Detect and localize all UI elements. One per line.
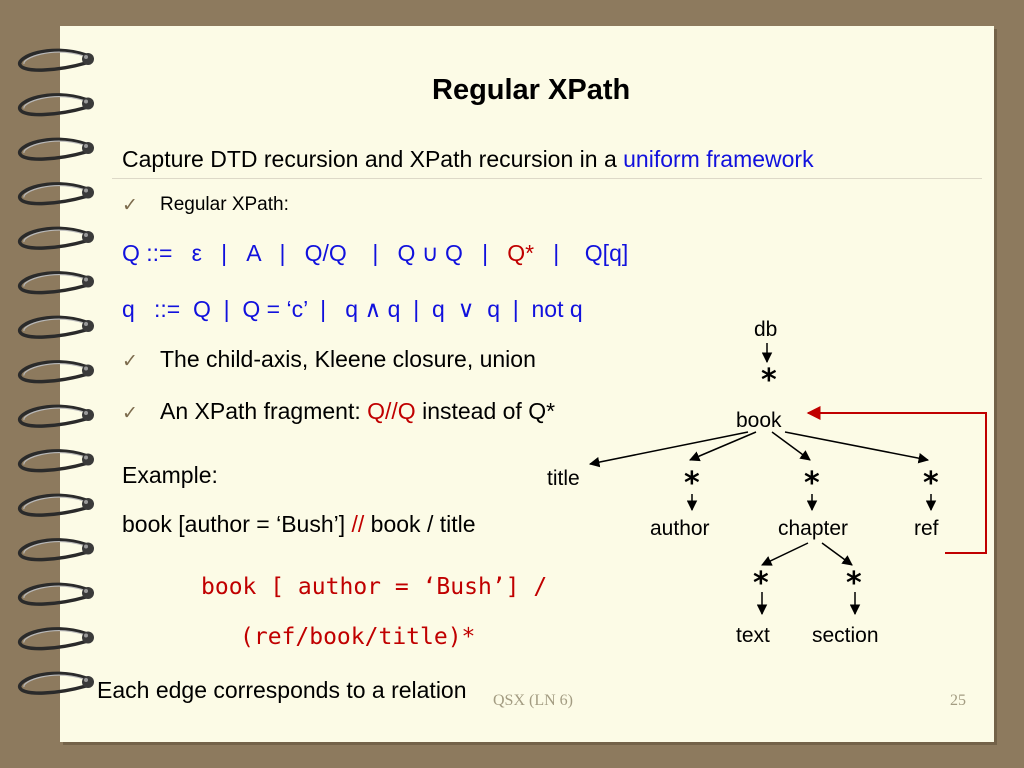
node-section: section (812, 624, 879, 647)
node-chapter: chapter (778, 517, 849, 540)
binder-ring-icon (18, 48, 94, 72)
node-db: db (754, 318, 778, 341)
descendant-path-term: Q//Q (367, 398, 416, 424)
binder-ring-icon (18, 93, 94, 117)
binder-ring-icon (18, 182, 94, 206)
bullet-xpath-fragment: An XPath fragment: Q//Q instead of Q* (160, 398, 555, 425)
binder-rings (18, 48, 94, 695)
example-query-suffix: book / title (364, 511, 476, 537)
descendant-operator: // (351, 511, 365, 537)
slide-page (60, 26, 994, 742)
star-section: * (846, 566, 862, 601)
node-book: book (736, 409, 782, 432)
rewritten-query-line-2: (ref/book/title)* (240, 624, 476, 650)
page-number: 25 (950, 692, 966, 709)
binder-ring-icon (18, 226, 94, 250)
binder-ring-icon (18, 582, 94, 606)
bullet-child-axis: The child-axis, Kleene closure, union (160, 346, 536, 372)
binder-ring-icon (18, 271, 94, 295)
binder-ring-icon (18, 449, 94, 473)
slide-subtitle: Capture DTD recursion and XPath recursio… (122, 146, 814, 173)
binder-ring-icon (18, 360, 94, 384)
footer-course-label: QSX (LN 6) (493, 692, 573, 709)
star-author: * (684, 466, 700, 501)
bullet-fragment-suffix: instead of Q* (415, 398, 556, 424)
star-chapter: * (804, 466, 820, 501)
binder-ring-icon (18, 671, 94, 695)
slide-title: Regular XPath (432, 74, 631, 106)
example-query-prefix: book [author = ‘Bush’] (122, 511, 352, 537)
binder-ring-icon (18, 315, 94, 339)
binder-ring-icon (18, 538, 94, 562)
star-book: * (761, 363, 777, 398)
node-ref: ref (914, 517, 939, 540)
grammar-path-rule: Q ::= ε | A | Q/Q | Q ∪ Q | Q* | Q[q] (122, 240, 628, 267)
footer-note: Each edge corresponds to a relation (97, 677, 467, 703)
binder-ring-icon (18, 404, 94, 428)
binder-ring-icon (18, 493, 94, 517)
title-divider (112, 178, 982, 179)
rewritten-query-line-1: book [ author = ‘Bush’] / (201, 574, 548, 600)
grammar-qualifier-rule: q ::= Q | Q = ‘c’ | q ∧ q | q ∨ q | not … (122, 296, 583, 322)
star-ref: * (923, 466, 939, 501)
checkmark-icon: ✓ (122, 403, 138, 424)
example-query: book [author = ‘Bush’] // book / title (122, 511, 476, 538)
bullet-regular-xpath: Regular XPath: (160, 194, 289, 215)
epsilon-symbol: ε (191, 240, 202, 266)
subtitle-highlight: uniform framework (623, 146, 814, 172)
checkmark-icon: ✓ (122, 351, 138, 372)
grammar-path-qualifier: | Q[q] (534, 240, 629, 266)
bullet-fragment-prefix: An XPath fragment: (160, 398, 368, 424)
subtitle-text: Capture DTD recursion and XPath recursio… (122, 146, 624, 172)
node-title: title (547, 467, 580, 490)
binder-ring-icon (18, 627, 94, 651)
example-label: Example: (122, 462, 218, 488)
node-author: author (650, 517, 710, 540)
grammar-path-alternatives: | A | Q/Q | Q ∪ Q | (201, 240, 508, 266)
star-text: * (753, 566, 769, 601)
binder-ring-icon (18, 137, 94, 161)
checkmark-icon: ✓ (122, 195, 138, 216)
kleene-star-term: Q* (507, 240, 535, 266)
node-text: text (736, 624, 770, 647)
grammar-path-lhs: Q ::= (122, 240, 173, 266)
